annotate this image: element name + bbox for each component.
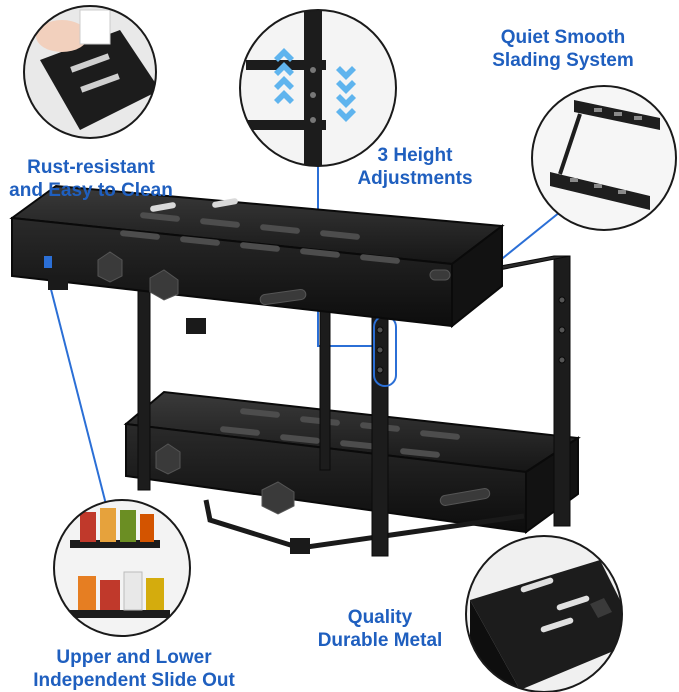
circle-height-adjust: [239, 9, 397, 167]
down-arrows-icon: [336, 66, 356, 122]
label-height-adjustments: 3 Height Adjustments: [350, 144, 480, 190]
up-arrows-icon: [274, 48, 294, 104]
label-sliding-system: Quiet Smooth Slading System: [478, 26, 648, 72]
label-height-line1: 3 Height: [377, 145, 453, 166]
label-slide-line1: Upper and Lower: [56, 647, 212, 668]
label-rust-line1: Rust-resistant: [27, 157, 155, 178]
label-sliding-line2: Slading System: [492, 50, 634, 71]
circle-metal-detail: [465, 535, 623, 692]
label-rust-resistant: Rust-resistant and Easy to Clean: [6, 156, 176, 202]
callout-line-slide: [43, 261, 111, 521]
circle-in-use: [53, 499, 191, 637]
callout-line-sliding: [497, 211, 561, 263]
label-durable-metal: Quality Durable Metal: [300, 606, 460, 652]
circle-sliding-rails: [531, 85, 677, 231]
lower-shelf: [123, 390, 581, 554]
label-sliding-line1: Quiet Smooth: [500, 27, 626, 48]
label-metal-line1: Quality: [347, 607, 413, 628]
upper-shelf: [9, 184, 505, 334]
label-metal-line2: Durable Metal: [317, 630, 443, 651]
label-height-line2: Adjustments: [357, 168, 473, 189]
circle-cleaning: [23, 5, 157, 139]
label-rust-line2: and Easy to Clean: [9, 180, 173, 201]
label-independent-slide: Upper and Lower Independent Slide Out: [14, 646, 254, 692]
label-slide-line2: Independent Slide Out: [33, 670, 235, 691]
